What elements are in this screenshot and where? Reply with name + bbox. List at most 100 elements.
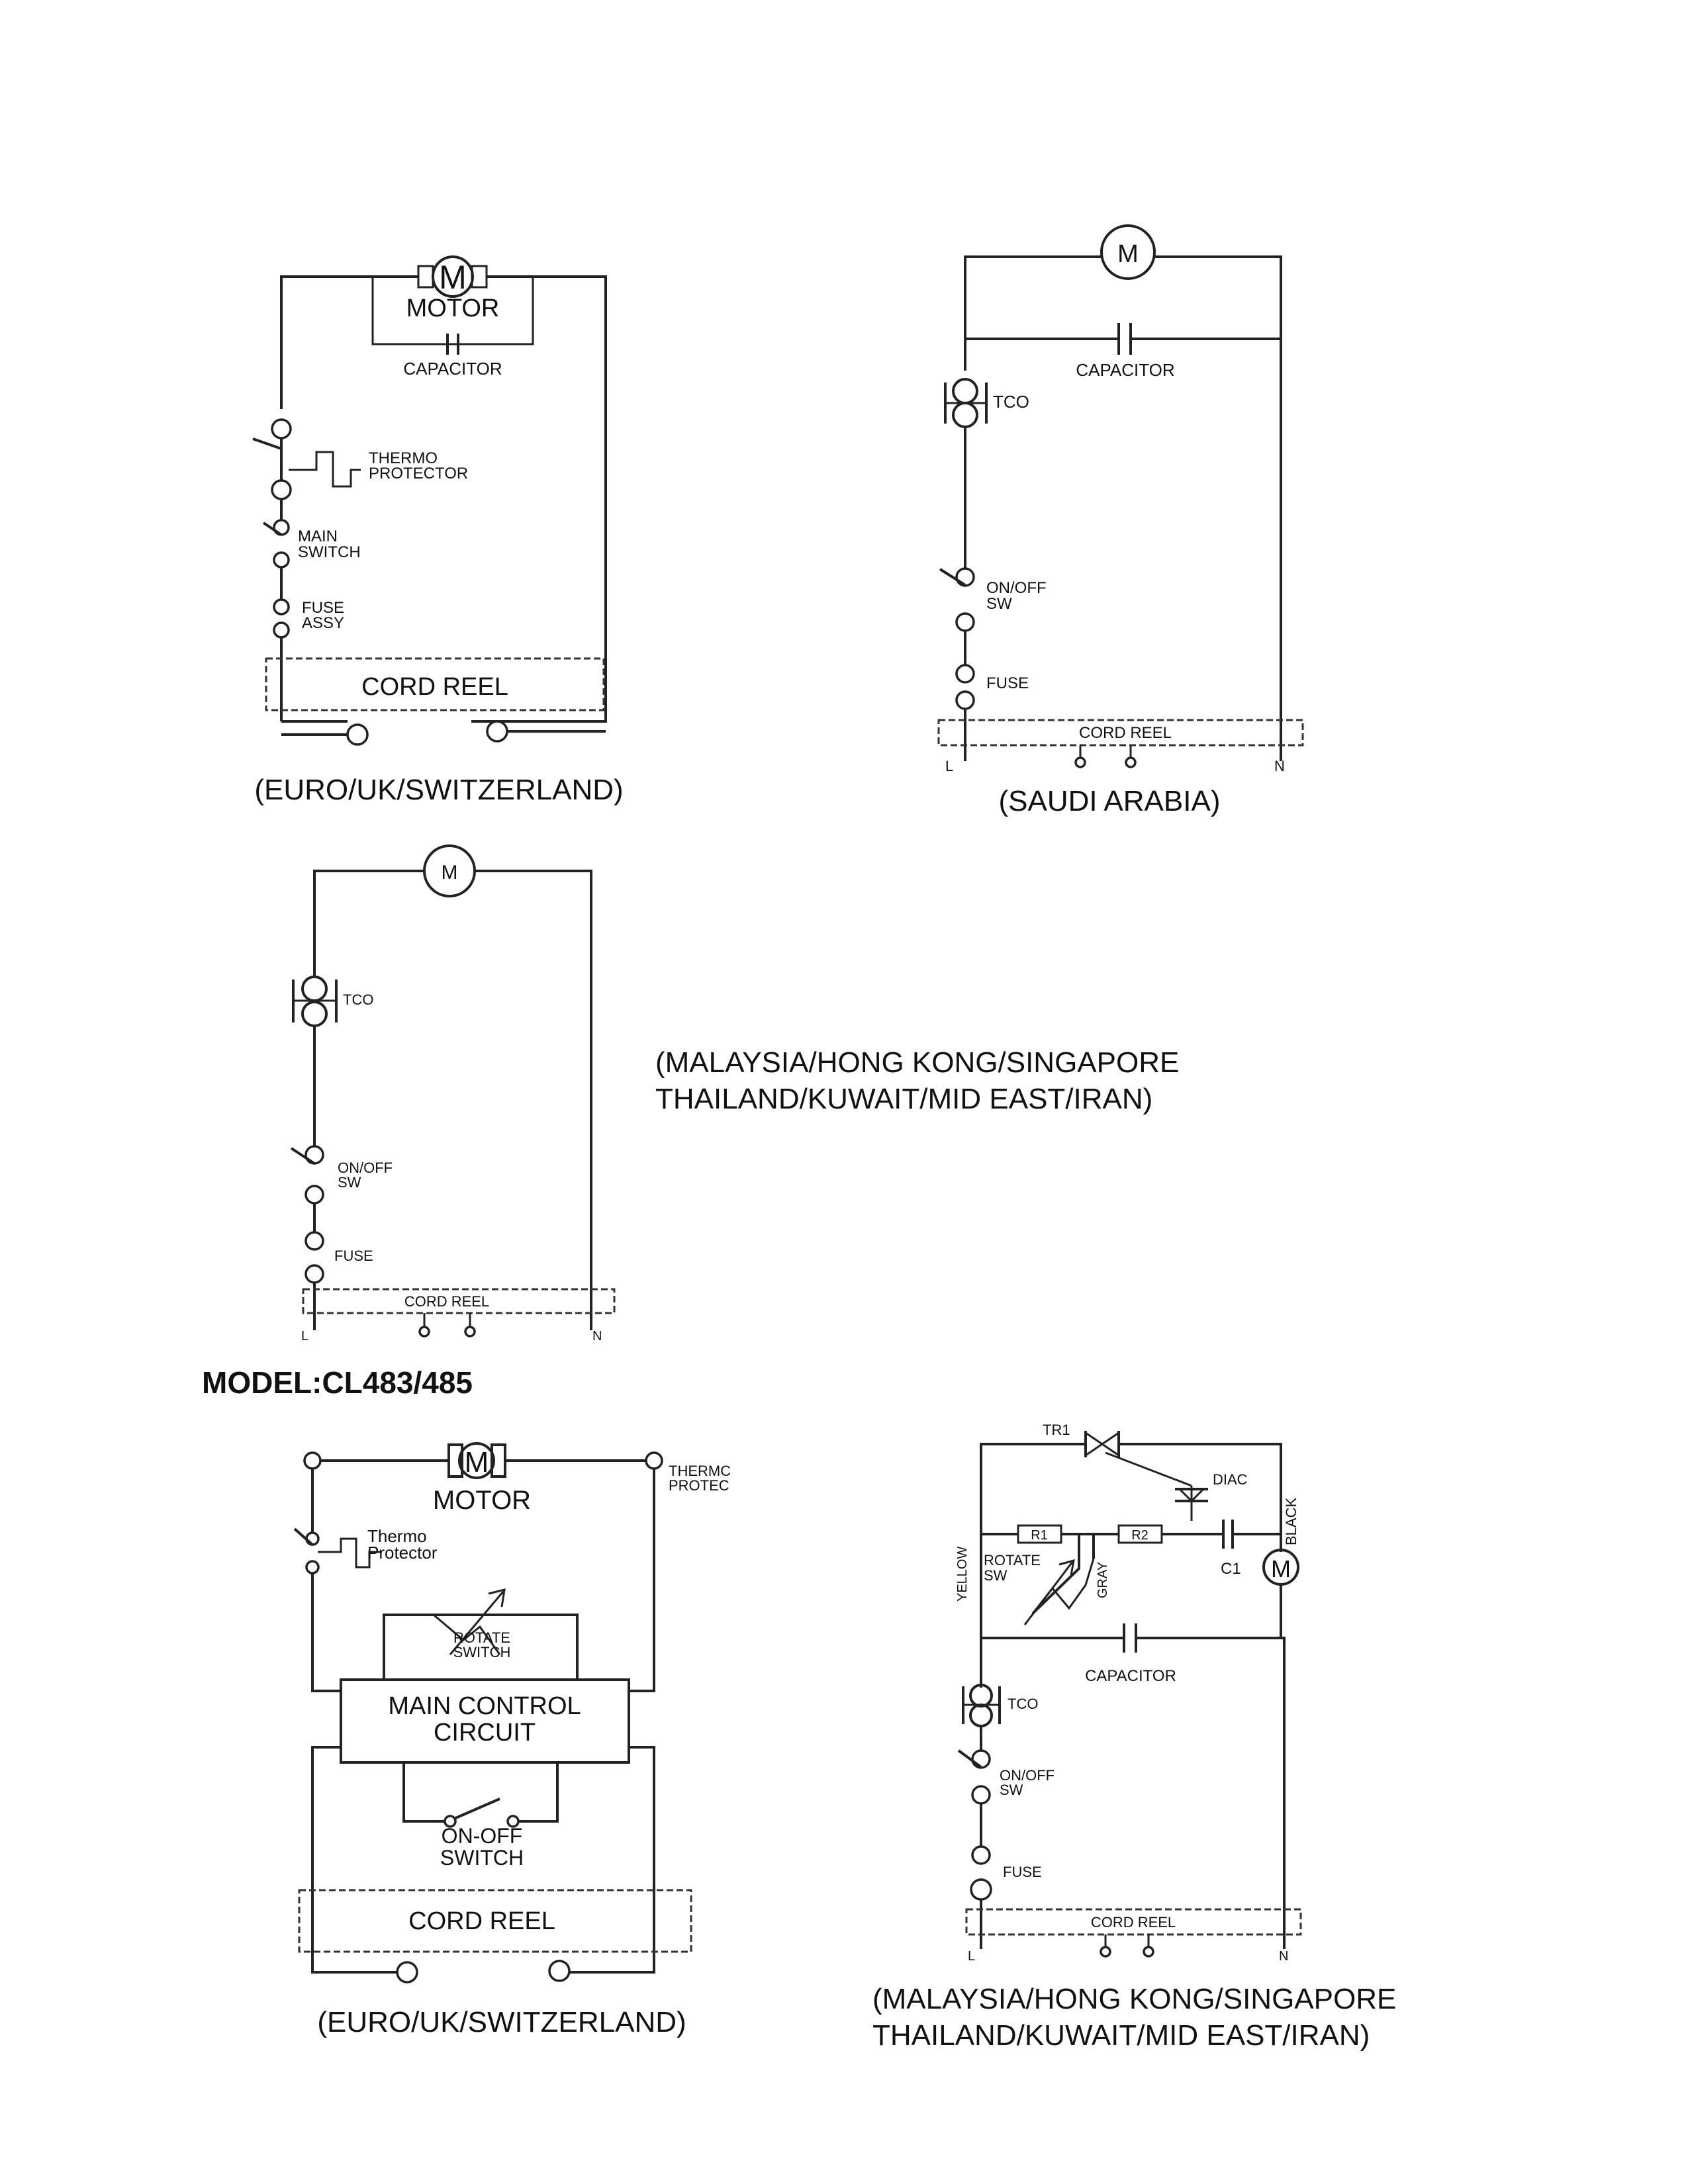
thermo-right-label-2: PROTEC	[669, 1477, 729, 1494]
fuse-label-1: FUSE	[302, 599, 344, 617]
l-label: L	[968, 1949, 975, 1964]
switch-label-1: ON/OFF	[338, 1160, 393, 1176]
cord-reel-box	[265, 657, 605, 711]
switch-label-2: SW	[986, 595, 1012, 613]
tco-symbol	[292, 976, 338, 1027]
onoff-switch	[453, 1797, 500, 1820]
tco-label: TCO	[1008, 1696, 1038, 1712]
diac-label: DIAC	[1213, 1471, 1248, 1488]
terminal	[271, 479, 292, 500]
thermo-label-2: PROTECTOR	[369, 465, 468, 482]
diagram-caption: (SAUDI ARABIA)	[999, 785, 1221, 817]
diagram-caption-line-1: (MALAYSIA/HONG KONG/SINGAPORE	[655, 1046, 1179, 1079]
main-switch-label-2: SWITCH	[298, 543, 361, 561]
motor-symbol-letter: M	[439, 259, 467, 296]
diac-symbol	[1175, 1488, 1208, 1503]
thermo-label-1: THERMO	[369, 449, 438, 467]
terminal	[305, 1231, 324, 1251]
plug-terminal-n	[548, 1960, 571, 1982]
onoff-label-2: SWITCH	[440, 1846, 524, 1870]
cord-reel-label: CORD REEL	[1079, 724, 1172, 742]
l-label: L	[301, 1329, 308, 1343]
terminal	[305, 1185, 324, 1205]
switch-label-1: ON/OFF	[986, 579, 1047, 597]
thermo-protector-element	[289, 451, 361, 488]
rotate-label-2: SW	[984, 1567, 1008, 1584]
terminal	[955, 567, 975, 587]
thermo-protector-switch	[293, 1527, 314, 1546]
diagram-caption-line-2: THAILAND/KUWAIT/MID EAST/IRAN)	[872, 2019, 1370, 2052]
motor-symbol-letter: M	[465, 1446, 489, 1479]
l-label: L	[945, 758, 953, 774]
terminal	[305, 1560, 320, 1574]
fuse-label: FUSE	[334, 1248, 373, 1264]
motor-symbol-letter: M	[442, 862, 458, 884]
motor-symbol: M	[447, 1442, 506, 1479]
thermo-label-2: Protector	[367, 1543, 438, 1563]
rotate-switch-zigzag	[433, 1614, 501, 1655]
tco-symbol	[962, 1684, 1001, 1727]
terminal	[305, 1264, 324, 1284]
n-label: N	[1279, 1949, 1288, 1964]
capacitor-label: CAPACITOR	[403, 359, 502, 379]
thermo-protector-element	[318, 1537, 381, 1569]
terminal	[955, 612, 975, 632]
diagram-saudi: M CAPACITOR TCO ON/OFF SW FUSE CORD REEL	[937, 224, 1304, 817]
terminal	[305, 1531, 320, 1546]
thermo-label-1: Thermo	[367, 1526, 427, 1546]
ground-terminal	[1074, 756, 1086, 768]
main-control-circuit-box	[340, 1678, 630, 1764]
ground-terminal	[1100, 1946, 1111, 1958]
terminal	[303, 1451, 322, 1470]
thermo-right-label-1: THERMC	[669, 1463, 731, 1479]
diagram-euro-top: M MOTOR CAPACITOR THERMO PROTECTOR MAIN …	[252, 255, 624, 806]
terminal	[971, 1785, 991, 1805]
plug-terminal-n	[486, 720, 508, 743]
terminal	[273, 621, 290, 639]
terminal	[955, 690, 975, 710]
ground-terminal	[418, 1326, 430, 1338]
n-label: N	[592, 1329, 602, 1343]
thermo-protector-switch	[252, 437, 282, 450]
rotate-switch-arrowhead	[488, 1588, 506, 1608]
cord-reel-box	[937, 719, 1304, 747]
switch-label-2: SW	[1000, 1782, 1023, 1798]
model-title: MODEL:CL483/485	[202, 1365, 473, 1400]
tr1-label: TR1	[1043, 1422, 1070, 1438]
motor-label: MOTOR	[433, 1486, 531, 1515]
onoff-switch	[939, 568, 966, 586]
terminal	[971, 1845, 991, 1865]
rotate-label-1: ROTATE	[453, 1629, 510, 1646]
fuse-label: FUSE	[1003, 1864, 1042, 1880]
switch-label-2: SW	[338, 1174, 361, 1191]
motor-symbol-letter: M	[1271, 1555, 1291, 1582]
plug-terminal-l	[396, 1961, 418, 1983]
tco-symbol	[944, 378, 988, 428]
onoff-switch	[957, 1749, 982, 1768]
gray-wire-label: GRAY	[1096, 1562, 1110, 1598]
terminal	[645, 1451, 663, 1470]
ground-terminal	[1143, 1946, 1154, 1958]
motor-symbol: M	[417, 255, 488, 298]
diagram-malaysia-middle: M TCO ON/OFF SW FUSE CORD REEL L N (MALA…	[290, 844, 1179, 1343]
motor-label: MOTOR	[406, 295, 500, 322]
main-switch-label-1: MAIN	[298, 527, 338, 545]
control-label-2: CIRCUIT	[434, 1719, 536, 1747]
main-switch	[262, 522, 283, 536]
motor-symbol	[1100, 224, 1156, 280]
motor-symbol-letter: M	[1117, 240, 1139, 268]
switch-label-1: ON/OFF	[1000, 1767, 1055, 1784]
cord-reel-label: CORD REEL	[1091, 1914, 1176, 1931]
terminal	[971, 1749, 991, 1769]
rotate-label-2: SWITCH	[453, 1644, 511, 1661]
terminal	[444, 1815, 457, 1828]
diagram-caption: (EURO/UK/SWITZERLAND)	[254, 774, 623, 806]
tco-label: TCO	[343, 991, 373, 1008]
diagram-caption-line-2: THAILAND/KUWAIT/MID EAST/IRAN)	[655, 1083, 1152, 1115]
cord-reel-label: CORD REEL	[408, 1907, 555, 1935]
terminal	[955, 664, 975, 684]
control-label-1: MAIN CONTROL	[388, 1692, 581, 1720]
motor-symbol	[423, 844, 476, 897]
onoff-label-1: ON-OFF	[442, 1824, 523, 1848]
c1-label: C1	[1221, 1560, 1241, 1578]
